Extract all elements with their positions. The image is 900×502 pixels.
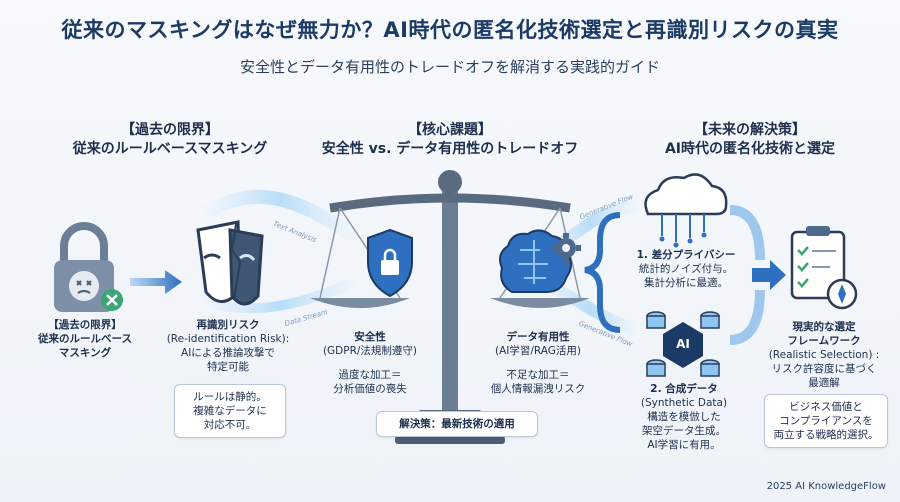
mask-icon [196,220,264,306]
section-future-heading: 【未来の解決策】 AI時代の匿名化技術と選定 [664,122,836,157]
clipboard-compass-icon [790,226,858,310]
arrow-to-framework-icon [752,260,786,290]
cloud-network-icon [644,173,728,248]
ai-badge-text: AI [676,337,690,351]
lock-icon [54,222,123,312]
brain-gear-icon [499,229,581,293]
section-past-heading: 【過去の限界】 従来のルールベースマスキング [72,122,268,157]
reid-caption: 再識別リスク (Re-identification Risk): AIによる推論… [166,319,290,373]
balance-scale-icon [310,170,590,444]
rule-limit-box: ルールは静的。 複雑なデータに 対応不可。 [174,384,286,438]
safety-caption: 安全性 (GDPR/法規制遵守) 過度な加工＝ 分析価値の喪失 [322,331,418,395]
utility-caption: データ有用性 (AI学習/RAG活用) 不足な加工＝ 個人情報漏洩リスク [490,331,586,395]
text-analysis-stream [196,189,364,246]
arrow-to-mask-icon [130,270,182,294]
section-core-heading: 【核心課題】 安全性 vs. データ有用性のトレードオフ [321,122,579,157]
branch-bracket-icon [584,212,621,333]
lock-caption: 【過去の限界】 従来のルールベース マスキング [38,319,132,359]
footer-credit: 2025 AI KnowledgeFlow [766,481,886,492]
page-subtitle: 安全性とデータ有用性のトレードオフを解消する実践的ガイド [239,58,660,76]
framework-caption: 現実的な選定 フレームワーク (Realistic Selection) : リ… [768,321,880,389]
synthetic-data-caption: 2. 合成データ (Synthetic Data) 構造を模倣した 架空データ生… [640,383,728,451]
solution-box: 解決策：最新技術の適用 [376,411,538,437]
differential-privacy-caption: 1. 差分プライバシー 統計的ノイズ付与。 集計分析に最適。 [636,249,736,289]
ai-database-icon [646,311,720,377]
shield-lock-icon [367,228,413,298]
framework-box: ビジネス価値と コンプライアンスを 両立する戦略的選択。 [764,394,888,448]
page-title: 従来のマスキングはなぜ無力か？AI時代の匿名化技術選定と再識別リスクの真実 [61,18,839,42]
data-stream [198,275,362,314]
